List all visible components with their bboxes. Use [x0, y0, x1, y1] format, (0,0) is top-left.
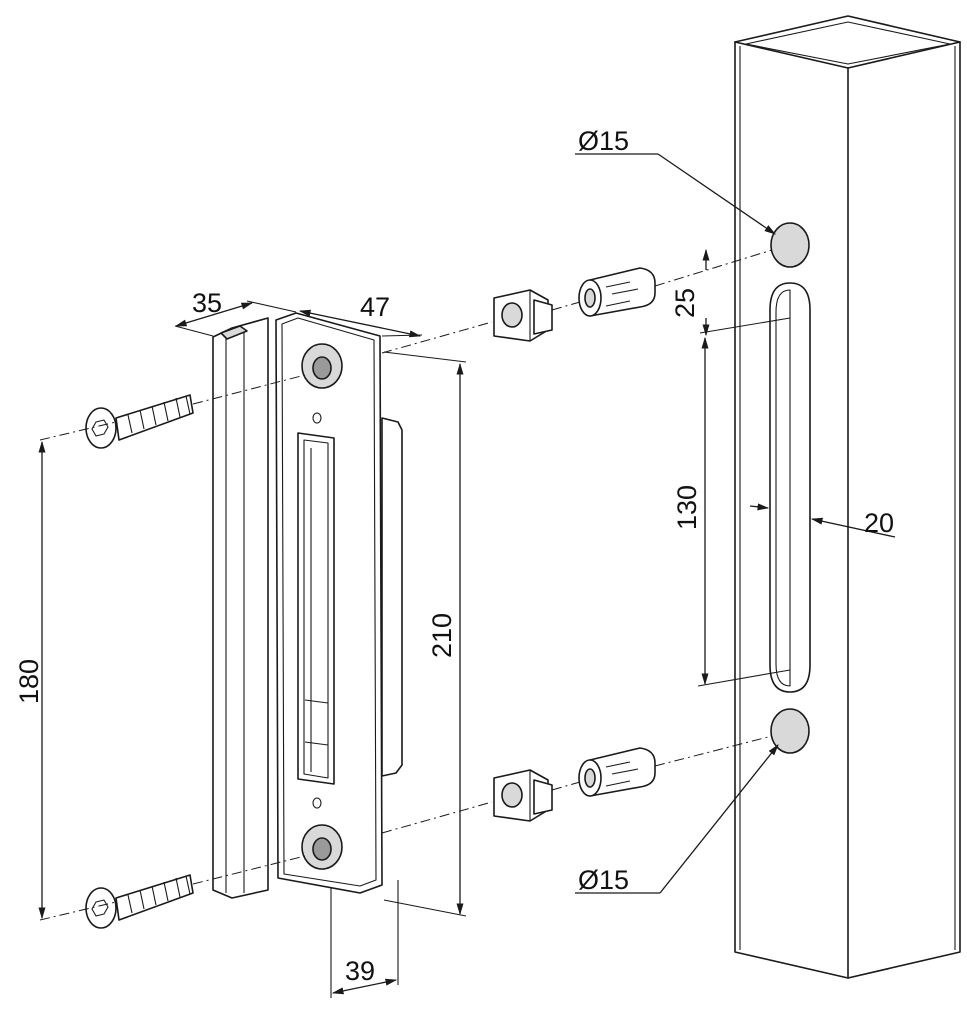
dim-plate-face-width: 39 — [330, 880, 399, 998]
screw-top — [85, 394, 194, 449]
dim-hole-to-slot-label: 25 — [670, 288, 700, 318]
assembly-axis-lines — [39, 249, 773, 921]
screw-bottom — [85, 874, 194, 929]
dim-plate-depth: 35 — [174, 288, 297, 337]
dim-hole-diameter-bottom-label: Ø15 — [578, 865, 629, 895]
sleeve-bottom — [578, 747, 656, 797]
dim-hole-diameter-top: Ø15 — [575, 126, 776, 235]
dim-plate-depth-label: 35 — [192, 288, 222, 318]
dim-slot-length-label: 130 — [672, 485, 702, 530]
dim-hole-diameter-top-label: Ø15 — [578, 126, 629, 156]
dim-slot-length: 130 — [672, 336, 791, 687]
post-hole-top — [770, 222, 810, 268]
keeper-plate — [212, 312, 403, 899]
dim-slot-width: 20 — [749, 503, 896, 538]
dim-plate-length-label: 210 — [427, 613, 457, 658]
dim-hole-diameter-bottom: Ø15 — [575, 744, 779, 895]
dim-screw-spacing: 180 — [14, 440, 46, 920]
dim-plate-length: 210 — [383, 351, 467, 917]
square-nut-bottom — [493, 769, 553, 822]
dim-screw-spacing-label: 180 — [14, 659, 44, 704]
square-post — [734, 15, 961, 979]
dim-slot-width-label: 20 — [864, 508, 894, 538]
sleeve-top — [578, 267, 656, 317]
dim-hole-to-slot: 25 — [670, 248, 791, 337]
dim-plate-width-label: 47 — [360, 292, 390, 322]
dim-plate-width: 47 — [298, 292, 423, 338]
square-nut-top — [493, 289, 553, 342]
post-hole-bottom — [770, 708, 810, 754]
dim-plate-face-width-label: 39 — [345, 956, 375, 986]
